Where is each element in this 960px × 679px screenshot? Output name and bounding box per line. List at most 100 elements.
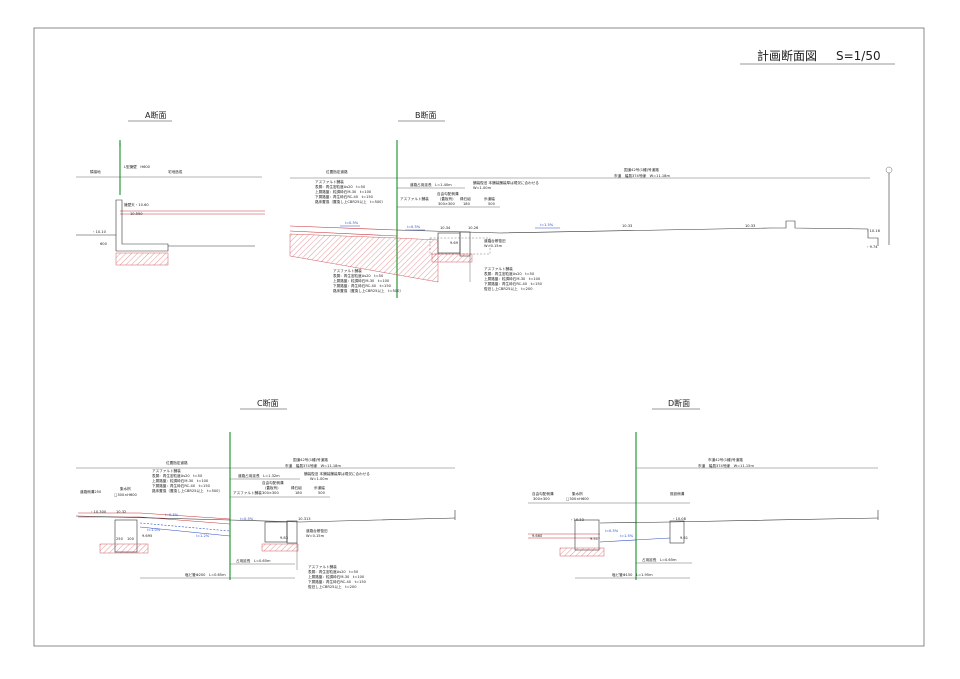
section-b-asphalt-spec-bottom: アスファルト舗装 表層：再生密粒度As20 t=50 上層路盤：粒調砕石M-30… [333, 268, 403, 293]
section-d-catch-basin [574, 519, 600, 551]
section-b-curb: 縁石組 [460, 196, 471, 201]
section-b-sidewalk-size: 500 [488, 202, 496, 206]
svg-text:アスファルト舗装: アスファルト舗装 [308, 564, 337, 569]
section-c-road-restore-w: W=0.15m [306, 534, 325, 538]
section-c-slope-3: i=1.0% [147, 528, 161, 532]
section-d-level-3: 9.660 [532, 534, 543, 538]
section-c-box-size: 300×300 [262, 491, 279, 495]
section-b-road-restore-w: W=0.15m [484, 244, 503, 248]
section-d: D断面 市道42号(1種)号道路 市道 幅員374号線 W=11.15m 自由勾… [528, 398, 879, 580]
section-a-mid-label: L型擁壁 H600 [124, 164, 151, 169]
section-d-slope-2: i=1.5% [620, 534, 634, 538]
section-b-asphalt-spec-right: アスファルト舗装 表層：再生密粒度As20 t=50 上層路盤：粒調砕石M-30… [484, 266, 543, 291]
section-a-dim-height: 600 [100, 242, 108, 246]
section-b-road-restore: 道路台帳復旧 [484, 238, 506, 243]
section-d-curb: 既設側溝 [670, 491, 685, 496]
section-d-existing-gutter [669, 520, 685, 544]
section-c-slope-4: i=1.2% [196, 534, 210, 538]
section-c-drain-label: 道路側溝250 [80, 489, 102, 494]
section-b-slope-right: i=1.5% [540, 223, 554, 227]
section-b-level-5: 10.33 [745, 224, 755, 228]
section-b-level-7: ・9.74 [866, 245, 878, 249]
section-c-right-road-2: 市道 幅員374号線 W=11.18m [285, 463, 341, 468]
section-b-right-road-2: 市道 幅員374号線 W=11.18m [614, 173, 670, 178]
section-b-note-top-w: W=1.00m [473, 186, 492, 190]
svg-text:下層路盤：再生砕石RC-40 t=150: 下層路盤：再生砕石RC-40 t=150 [333, 283, 392, 288]
section-d-right-road-2: 市道 幅員374号線 W=11.15m [698, 463, 754, 468]
drawing-title: 計画断面図 [757, 48, 817, 63]
svg-text:上層路盤：粒調砕石M-30 t=100: 上層路盤：粒調砕石M-30 t=100 [308, 574, 365, 579]
section-d-pipe-ext: 占用延長 L=0.65m [642, 557, 677, 562]
svg-text:下層路盤：再生砕石RC-40 t=150: 下層路盤：再生砕石RC-40 t=150 [484, 281, 543, 286]
section-c-asphalt-spec-top: アスファルト舗装 表層：再生密粒度As20 t=50 上層路盤：粒調砕石M-30… [152, 468, 222, 493]
svg-text:アスファルト舗装: アスファルト舗装 [333, 268, 362, 273]
svg-text:路床置換（置換し上CBR25以上 t=500）: 路床置換（置換し上CBR25以上 t=500） [152, 488, 222, 493]
section-c-level-2: 10.32 [116, 510, 126, 514]
section-a: A断面 隣接地 L型擁壁 H600 宅地造成 擁壁天・10.60 10.550 … [76, 110, 265, 266]
svg-text:アスファルト舗装: アスファルト舗装 [152, 468, 181, 473]
section-b-slope-left: i=0.5% [345, 221, 359, 225]
svg-text:表層：再生密粒度As20 t=50: 表層：再生密粒度As20 t=50 [152, 473, 203, 478]
svg-text:下層路盤：再生砕石RC-40 t=150: 下層路盤：再生砕石RC-40 t=150 [315, 194, 374, 199]
section-b-sidewalk: 歩道幅 [484, 196, 495, 201]
section-c-road-restore: 道路台帳復旧 [306, 528, 328, 533]
svg-text:路床置換（置換し上CBR25以上 t=500）: 路床置換（置換し上CBR25以上 t=500） [333, 288, 403, 293]
section-a-level-a: 10.550 [130, 212, 143, 216]
section-c-pipe-label: 塩ビ管Φ200 L=0.65m [185, 572, 226, 577]
section-d-level-4: 9.51 [590, 537, 598, 541]
section-b-asphalt-spec-top: アスファルト舗装 表層：再生密粒度As20 t=50 上層路盤：粒調砕石M-30… [315, 179, 385, 204]
section-b-asph-label: アスファルト舗装 [400, 196, 429, 201]
section-c-dim-2: 100 [127, 537, 135, 541]
section-c-sidewalk: 歩道幅 [314, 485, 325, 490]
svg-text:アスファルト舗装: アスファルト舗装 [315, 179, 344, 184]
section-d-slope-1: i=0.5% [605, 529, 619, 533]
svg-text:アスファルト舗装: アスファルト舗装 [484, 266, 513, 271]
section-d-level-2: ・10.08 [672, 517, 687, 521]
sheet-frame [33, 27, 925, 647]
section-c-level-3: 9.695 [142, 534, 152, 538]
section-d-title: D断面 [668, 398, 690, 408]
section-b-left-road: 位置指定道路 [326, 169, 348, 174]
section-c-curb: 縁石組 [291, 485, 302, 490]
section-b-curb-size: 180 [463, 202, 471, 206]
section-a-level-b: ・10.10 [92, 230, 107, 234]
svg-text:上層路盤：粒調砕石M-30 t=100: 上層路盤：粒調砕石M-30 t=100 [484, 276, 541, 281]
section-c-basin-size: □300×H600 [114, 493, 138, 497]
l-wall [115, 199, 169, 252]
section-b-note-top: 舗装復旧 本舗装舗装厚は現況に合わせる [473, 180, 539, 185]
section-c-level-1: ・10.300 [90, 510, 107, 514]
section-c-level-5: 9.83 [280, 536, 288, 540]
section-a-right-label: 宅地造成 [168, 169, 183, 174]
section-d-basin-size: □300×H600 [566, 497, 590, 501]
section-c-pipe-ext: 占用延長 L=0.65m [236, 558, 271, 563]
section-c-slope-1: i=0.5% [165, 513, 179, 517]
section-c-box-label: 自由勾配側溝 [262, 480, 284, 485]
section-c-right-road: 国道42号(1種)号道路 [293, 457, 328, 462]
section-c-note-top-w: W=1.00m [310, 477, 329, 481]
section-c-box-sub: (蓋板有) [265, 485, 279, 490]
section-c-sidewalk-size: 500 [318, 491, 326, 495]
section-b-title: B断面 [415, 110, 437, 120]
section-b-level-2: 10.26 [468, 226, 479, 230]
svg-text:下層路盤：再生砕石RC-40 t=150: 下層路盤：再生砕石RC-40 t=150 [152, 483, 211, 488]
section-b-slope-mid: i=0.5% [407, 225, 421, 229]
svg-text:復旧し上CBR25以上 t=200: 復旧し上CBR25以上 t=200 [484, 286, 533, 291]
svg-text:上層路盤：粒調砕石M-30 t=100: 上層路盤：粒調砕石M-30 t=100 [315, 189, 372, 194]
section-a-left-label: 隣接地 [90, 169, 101, 174]
section-b-level-4: 10.33 [622, 224, 632, 228]
section-d-box-size: 300×300 [533, 497, 550, 501]
svg-text:上層路盤：粒調砕石M-30 t=100: 上層路盤：粒調砕石M-30 t=100 [333, 278, 390, 283]
svg-text:表層：再生密粒度As20 t=50: 表層：再生密粒度As20 t=50 [484, 271, 535, 276]
section-b-road-ext: 道路占用延長 L=1.40m [410, 182, 452, 187]
section-c-left-road: 位置指定道路 [166, 460, 188, 465]
svg-text:復旧し上CBR25以上 t=200: 復旧し上CBR25以上 t=200 [308, 584, 357, 589]
svg-text:表層：再生密粒度As20 t=50: 表層：再生密粒度As20 t=50 [315, 184, 366, 189]
svg-text:下層路盤：再生砕石RC-40 t=150: 下層路盤：再生砕石RC-40 t=150 [308, 579, 367, 584]
section-b-level-1: 10.34 [440, 226, 451, 230]
section-a-title: A断面 [145, 110, 166, 120]
svg-text:上層路盤：粒調砕石M-30 t=100: 上層路盤：粒調砕石M-30 t=100 [152, 478, 209, 483]
svg-text:表層：再生密粒度As20 t=50: 表層：再生密粒度As20 t=50 [333, 273, 384, 278]
section-c-road-ext: 道路占用延長 L=1.32m [238, 473, 280, 478]
section-b-level-6: ・10.16 [866, 229, 881, 233]
